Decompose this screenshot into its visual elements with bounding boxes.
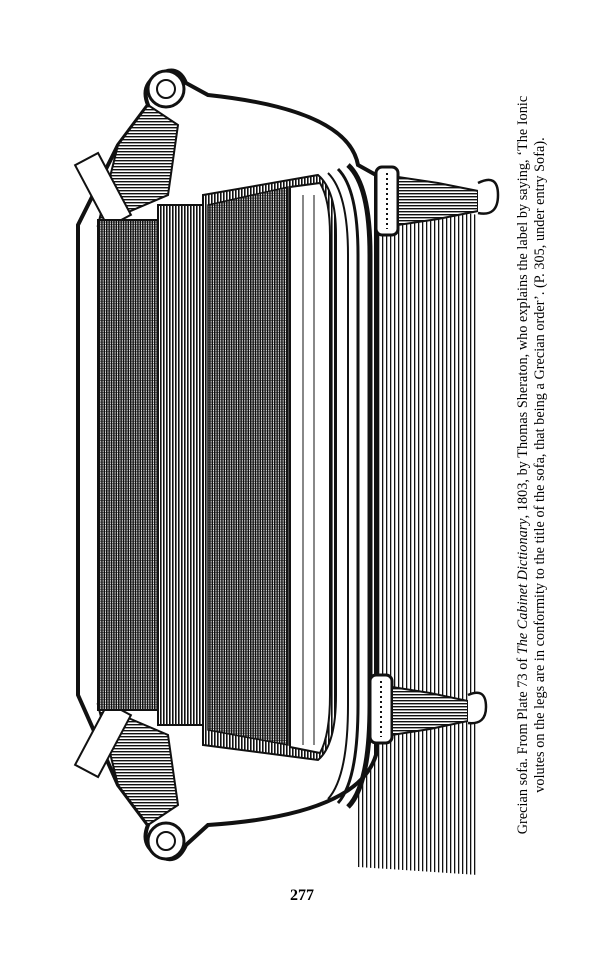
sofa-back bbox=[97, 204, 204, 726]
caption-line-2: volutes on the legs are in conformity to… bbox=[532, 137, 548, 793]
book-title: The Cabinet Dictionary bbox=[515, 518, 531, 655]
figure-caption: Grecian sofa. From Plate 73 of The Cabin… bbox=[515, 55, 549, 875]
page-number: 277 bbox=[290, 887, 314, 904]
sofa-leg-bottom bbox=[368, 673, 488, 795]
sofa-engraving bbox=[73, 68, 500, 875]
sofa-seat bbox=[202, 173, 337, 762]
sofa-leg-top bbox=[374, 165, 500, 285]
caption-line-1: Grecian sofa. From Plate 73 of The Cabin… bbox=[515, 95, 531, 835]
